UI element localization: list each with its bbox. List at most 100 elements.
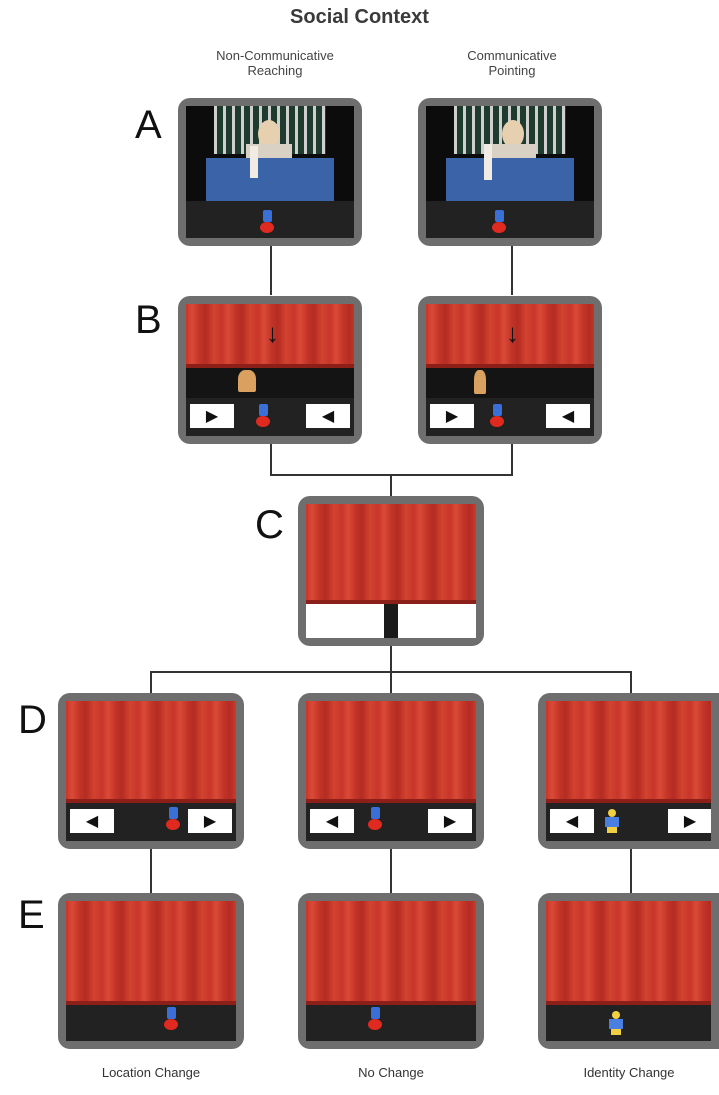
- window-grid: [454, 106, 566, 154]
- door-left-arrow-icon: ◀: [85, 813, 99, 830]
- connector-d-e-right: [630, 848, 632, 893]
- curtain: [186, 304, 354, 366]
- stage-floor: [306, 1005, 476, 1041]
- curtain-hem: [306, 1001, 476, 1005]
- connector-c-down: [390, 645, 392, 673]
- toy-object: [256, 404, 270, 432]
- stage-floor: [546, 1005, 711, 1041]
- column-label-reaching-line1: Non-Communicative: [216, 48, 334, 63]
- figure-title: Social Context: [290, 6, 429, 28]
- door-right-arrow-icon: ▶: [445, 408, 459, 425]
- pointer-down-icon: ↓: [506, 318, 519, 348]
- door-right-arrow-icon: ▶: [443, 813, 457, 830]
- toy-object: [368, 807, 382, 835]
- curtain: [426, 304, 594, 366]
- scene-d-location: ◀ ▶: [66, 701, 236, 841]
- column-label-pointing: Communicative Pointing: [422, 48, 602, 78]
- door-left-arrow-icon: ◀: [325, 813, 339, 830]
- table: [446, 158, 574, 201]
- curtain-hem: [306, 799, 476, 803]
- scene-d-none: ◀ ▶: [306, 701, 476, 841]
- row-letter-d: D: [18, 698, 47, 742]
- door-left-arrow-icon: ◀: [561, 408, 575, 425]
- panel-a-reaching: [178, 98, 362, 246]
- curtain: [546, 701, 711, 801]
- curtain-hem: [66, 1001, 236, 1005]
- curtain-hem: [186, 364, 354, 368]
- door-right: ◀: [306, 404, 350, 428]
- new-toy-object: [608, 1011, 624, 1035]
- door-left: ▶: [190, 404, 234, 428]
- door-left: ◀: [310, 809, 354, 833]
- door-right: ▶: [188, 809, 232, 833]
- scene-d-identity: ◀ ▶: [546, 701, 711, 841]
- stage-floor: [426, 201, 594, 238]
- door-left-arrow-icon: ◀: [321, 408, 335, 425]
- door-right: ◀: [546, 404, 590, 428]
- scene-e-location: [66, 901, 236, 1041]
- panel-d-identity-change: ◀ ▶: [538, 693, 719, 849]
- panel-c-occluder: [298, 496, 484, 646]
- door-right-arrow-icon: ▶: [203, 813, 217, 830]
- door-right: ▶: [668, 809, 711, 833]
- row-letter-c: C: [255, 503, 284, 547]
- panel-b-pointing: ↓ ▶ ◀: [418, 296, 602, 444]
- connector-b-c: [390, 474, 392, 496]
- panel-e-no-change: [298, 893, 484, 1049]
- curtain-hem: [306, 600, 476, 604]
- door-right-arrow-icon: ▶: [683, 813, 697, 830]
- column-label-pointing-line1: Communicative: [467, 48, 557, 63]
- curtain: [66, 701, 236, 801]
- panel-e-identity-change: [538, 893, 719, 1049]
- curtain-hem: [66, 799, 236, 803]
- actor-head: [258, 120, 280, 148]
- backdrop: [186, 368, 354, 398]
- column-label-reaching: Non-Communicative Reaching: [185, 48, 365, 78]
- door-left-arrow-icon: ◀: [565, 813, 579, 830]
- center-gap: [384, 604, 398, 638]
- scene-b-reaching: ↓ ▶ ◀: [186, 304, 354, 436]
- toy-object: [368, 1007, 382, 1035]
- curtain-hem: [546, 1001, 711, 1005]
- toy-object: [490, 404, 504, 432]
- connector-d-e-middle: [390, 848, 392, 893]
- connector-a-b-left: [270, 245, 272, 295]
- actor-arm: [250, 146, 258, 178]
- scene-c: [306, 504, 476, 638]
- connector-d-e-left: [150, 848, 152, 893]
- scene-a-pointing: [426, 106, 594, 238]
- column-label-pointing-line2: Pointing: [488, 63, 536, 78]
- table: [206, 158, 334, 201]
- caption-no-change: No Change: [358, 1065, 424, 1080]
- row-letter-b: B: [135, 298, 162, 342]
- connector-d-middle: [390, 671, 392, 693]
- scene-e-none: [306, 901, 476, 1041]
- panel-a-pointing: [418, 98, 602, 246]
- toy-object: [492, 210, 506, 238]
- connector-b-right-down: [511, 442, 513, 476]
- connector-d-right: [630, 671, 632, 693]
- curtain-hem: [426, 364, 594, 368]
- panel-b-reaching: ↓ ▶ ◀: [178, 296, 362, 444]
- backdrop: [426, 368, 594, 398]
- door-left: ▶: [430, 404, 474, 428]
- connector-a-b-right: [511, 245, 513, 295]
- curtain: [306, 701, 476, 801]
- column-label-reaching-line2: Reaching: [247, 63, 303, 78]
- stage-floor: [66, 1005, 236, 1041]
- curtain: [306, 901, 476, 1003]
- curtain: [66, 901, 236, 1003]
- caption-location-change: Location Change: [101, 1065, 201, 1080]
- curtain-hem: [546, 799, 711, 803]
- toy-object: [166, 807, 180, 835]
- door-right: ▶: [428, 809, 472, 833]
- pointer-down-icon: ↓: [266, 318, 279, 348]
- panel-d-no-change: ◀ ▶: [298, 693, 484, 849]
- connector-b-left-down: [270, 442, 272, 476]
- door-left: ◀: [550, 809, 594, 833]
- scene-b-pointing: ↓ ▶ ◀: [426, 304, 594, 436]
- hand: [474, 370, 486, 394]
- curtain: [306, 504, 476, 602]
- panel-d-location-change: ◀ ▶: [58, 693, 244, 849]
- actor-arm: [484, 144, 492, 180]
